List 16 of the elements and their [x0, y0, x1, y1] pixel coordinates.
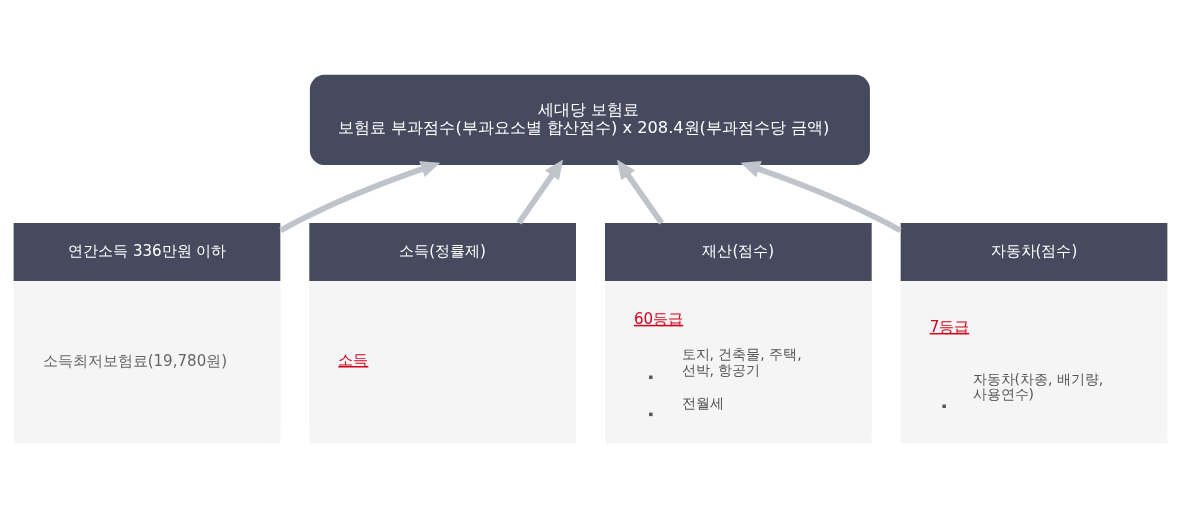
node-label: 소득 — [338, 350, 369, 369]
node-label: 자동차(차종, 배기량, 사용연수) — [972, 370, 1104, 402]
node-label: 전월세 — [681, 394, 724, 411]
arrow — [740, 160, 902, 233]
node-text: 소득(정률제) — [399, 241, 486, 260]
node-text: 연간소득 336만원 이하 — [68, 241, 227, 260]
node-label: 7등급 — [929, 317, 970, 336]
node-label: 60등급 — [633, 309, 684, 328]
node-label: 토지, 건축물, 주택, 선박, 항공기 — [681, 345, 802, 377]
arrow — [617, 159, 664, 224]
node-text: 재산(점수) — [702, 241, 775, 260]
arrow — [516, 159, 564, 224]
node-label: 소득최저보험료(19,780원) — [42, 351, 228, 370]
arrow — [279, 160, 441, 233]
node-box: 세대당 보험료 보험료 부과점수(부과요소별 합산점수) x 208.4원(부과점수당 금액) — [309, 74, 870, 165]
node-text: 자동차(점수) — [990, 241, 1078, 260]
